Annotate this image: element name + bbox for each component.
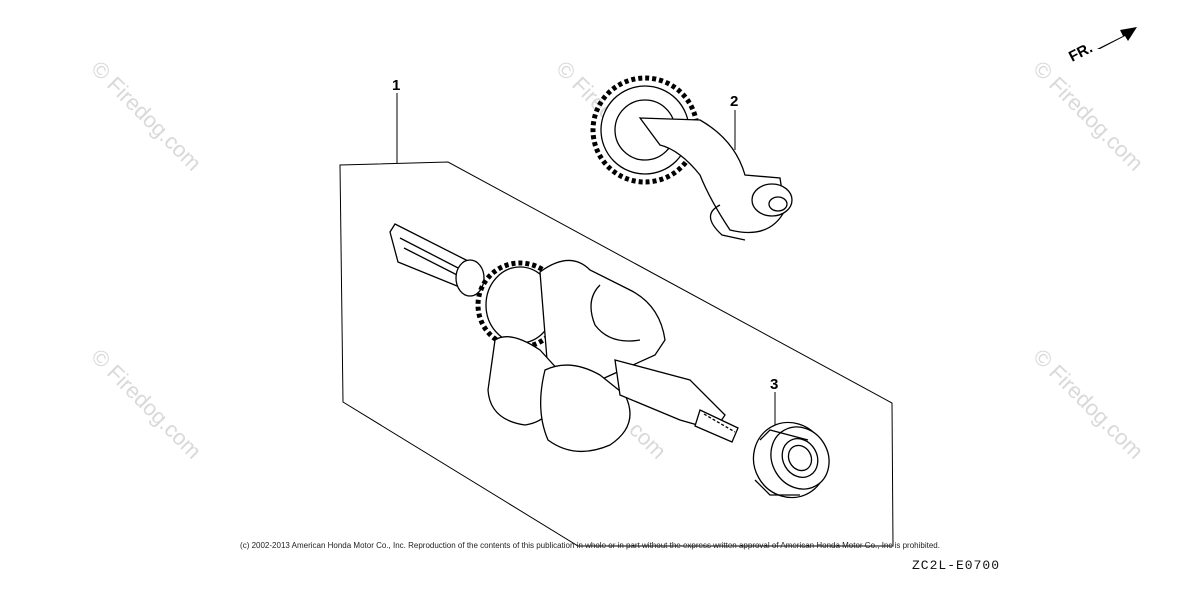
watermark: © Firedog.com — [1028, 344, 1148, 464]
balancer-shaft-drawing — [590, 75, 793, 241]
bearing-drawing — [752, 421, 830, 499]
copyright-notice: (c) 2002-2013 American Honda Motor Co., … — [240, 541, 940, 550]
watermark: © Firedog.com — [86, 56, 206, 176]
callout-2: 2 — [730, 93, 738, 110]
arrow-right-icon — [1097, 27, 1137, 49]
assembly-outline — [339, 161, 894, 547]
watermark: © Firedog.com — [86, 344, 206, 464]
crankshaft-drawing — [389, 223, 739, 453]
watermark: © Firedog.com — [1028, 56, 1148, 176]
callout-3: 3 — [770, 376, 778, 393]
callout-1: 1 — [392, 77, 400, 94]
diagram-code: ZC2L-E0700 — [912, 558, 1001, 573]
direction-indicator: FR. — [1066, 27, 1137, 66]
direction-label: FR. — [1066, 39, 1095, 65]
